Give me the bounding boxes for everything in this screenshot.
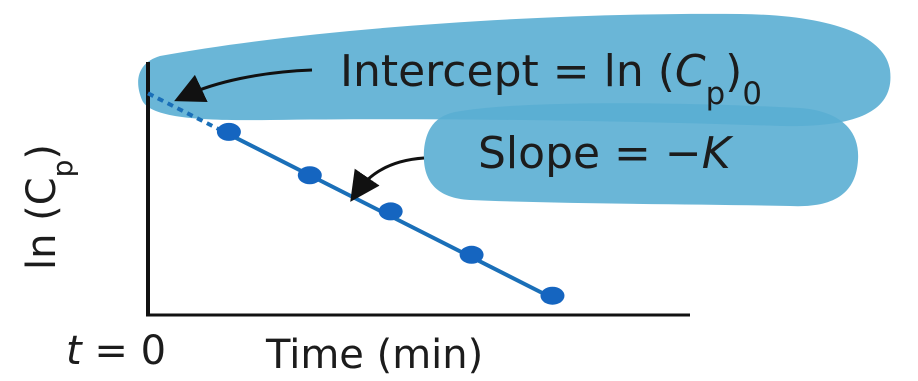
x-axis-label: Time (min) (265, 332, 483, 378)
data-point-4 (459, 245, 484, 264)
intercept-highlight (138, 13, 891, 127)
slope-annotation: Slope = −K (478, 128, 734, 179)
data-point-5 (540, 286, 565, 305)
data-points (216, 122, 565, 305)
annotation-highlights (138, 13, 891, 207)
axes (146, 62, 690, 317)
origin-label: t = 0 (66, 328, 166, 374)
intercept-annotation: Intercept = ln (Cp)0 (340, 46, 762, 112)
data-point-1 (216, 122, 241, 141)
intercept-arrow (174, 68, 313, 102)
data-point-2 (297, 166, 322, 185)
data-point-3 (378, 202, 403, 221)
slope-arrow (350, 156, 425, 202)
fit-line-extrapolation (147, 91, 230, 137)
slope-highlight (423, 103, 859, 207)
y-axis-label: ln (Cp) (19, 144, 79, 270)
